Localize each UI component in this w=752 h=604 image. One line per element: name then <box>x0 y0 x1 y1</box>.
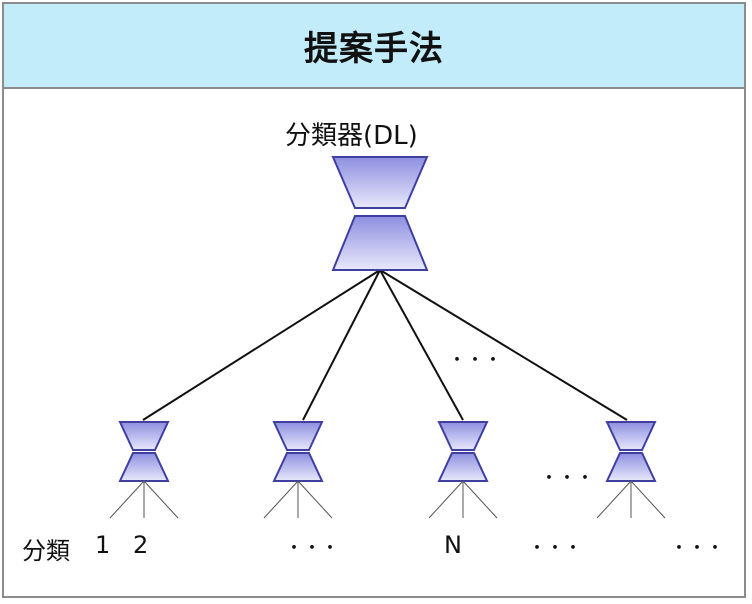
tree-connectors <box>142 269 628 421</box>
connector-4 <box>379 269 628 421</box>
class-number-2: 2 <box>133 531 149 559</box>
diagram-frame: 提案手法 <box>2 2 746 598</box>
header-bar: 提案手法 <box>4 4 744 89</box>
root-node-top <box>331 156 429 209</box>
class-n-label: N <box>444 531 462 559</box>
root-node-bottom <box>331 215 429 271</box>
leaf-fans <box>109 480 666 519</box>
child-node-1 <box>118 421 170 482</box>
header-title: 提案手法 <box>304 29 444 69</box>
connector-2 <box>302 269 381 421</box>
leaf-ellipsis-a: ・・・ <box>285 538 339 559</box>
side-ellipsis: ・・・ <box>540 468 594 489</box>
connector-1 <box>142 269 381 421</box>
leaf-ellipsis-b: ・・・ <box>528 538 582 559</box>
classification-label: 分類 <box>22 537 70 565</box>
mid-ellipsis: ・・・ <box>448 350 502 371</box>
leaf-ellipsis-c: ・・・ <box>670 538 724 559</box>
root-classifier-node <box>331 156 429 271</box>
child-node-3 <box>437 421 489 482</box>
root-classifier-label: 分類器(DL) <box>285 121 418 151</box>
child-node-4 <box>605 421 657 482</box>
child-node-2 <box>272 421 324 482</box>
class-number-1: 1 <box>95 531 111 559</box>
connector-3 <box>379 269 464 421</box>
